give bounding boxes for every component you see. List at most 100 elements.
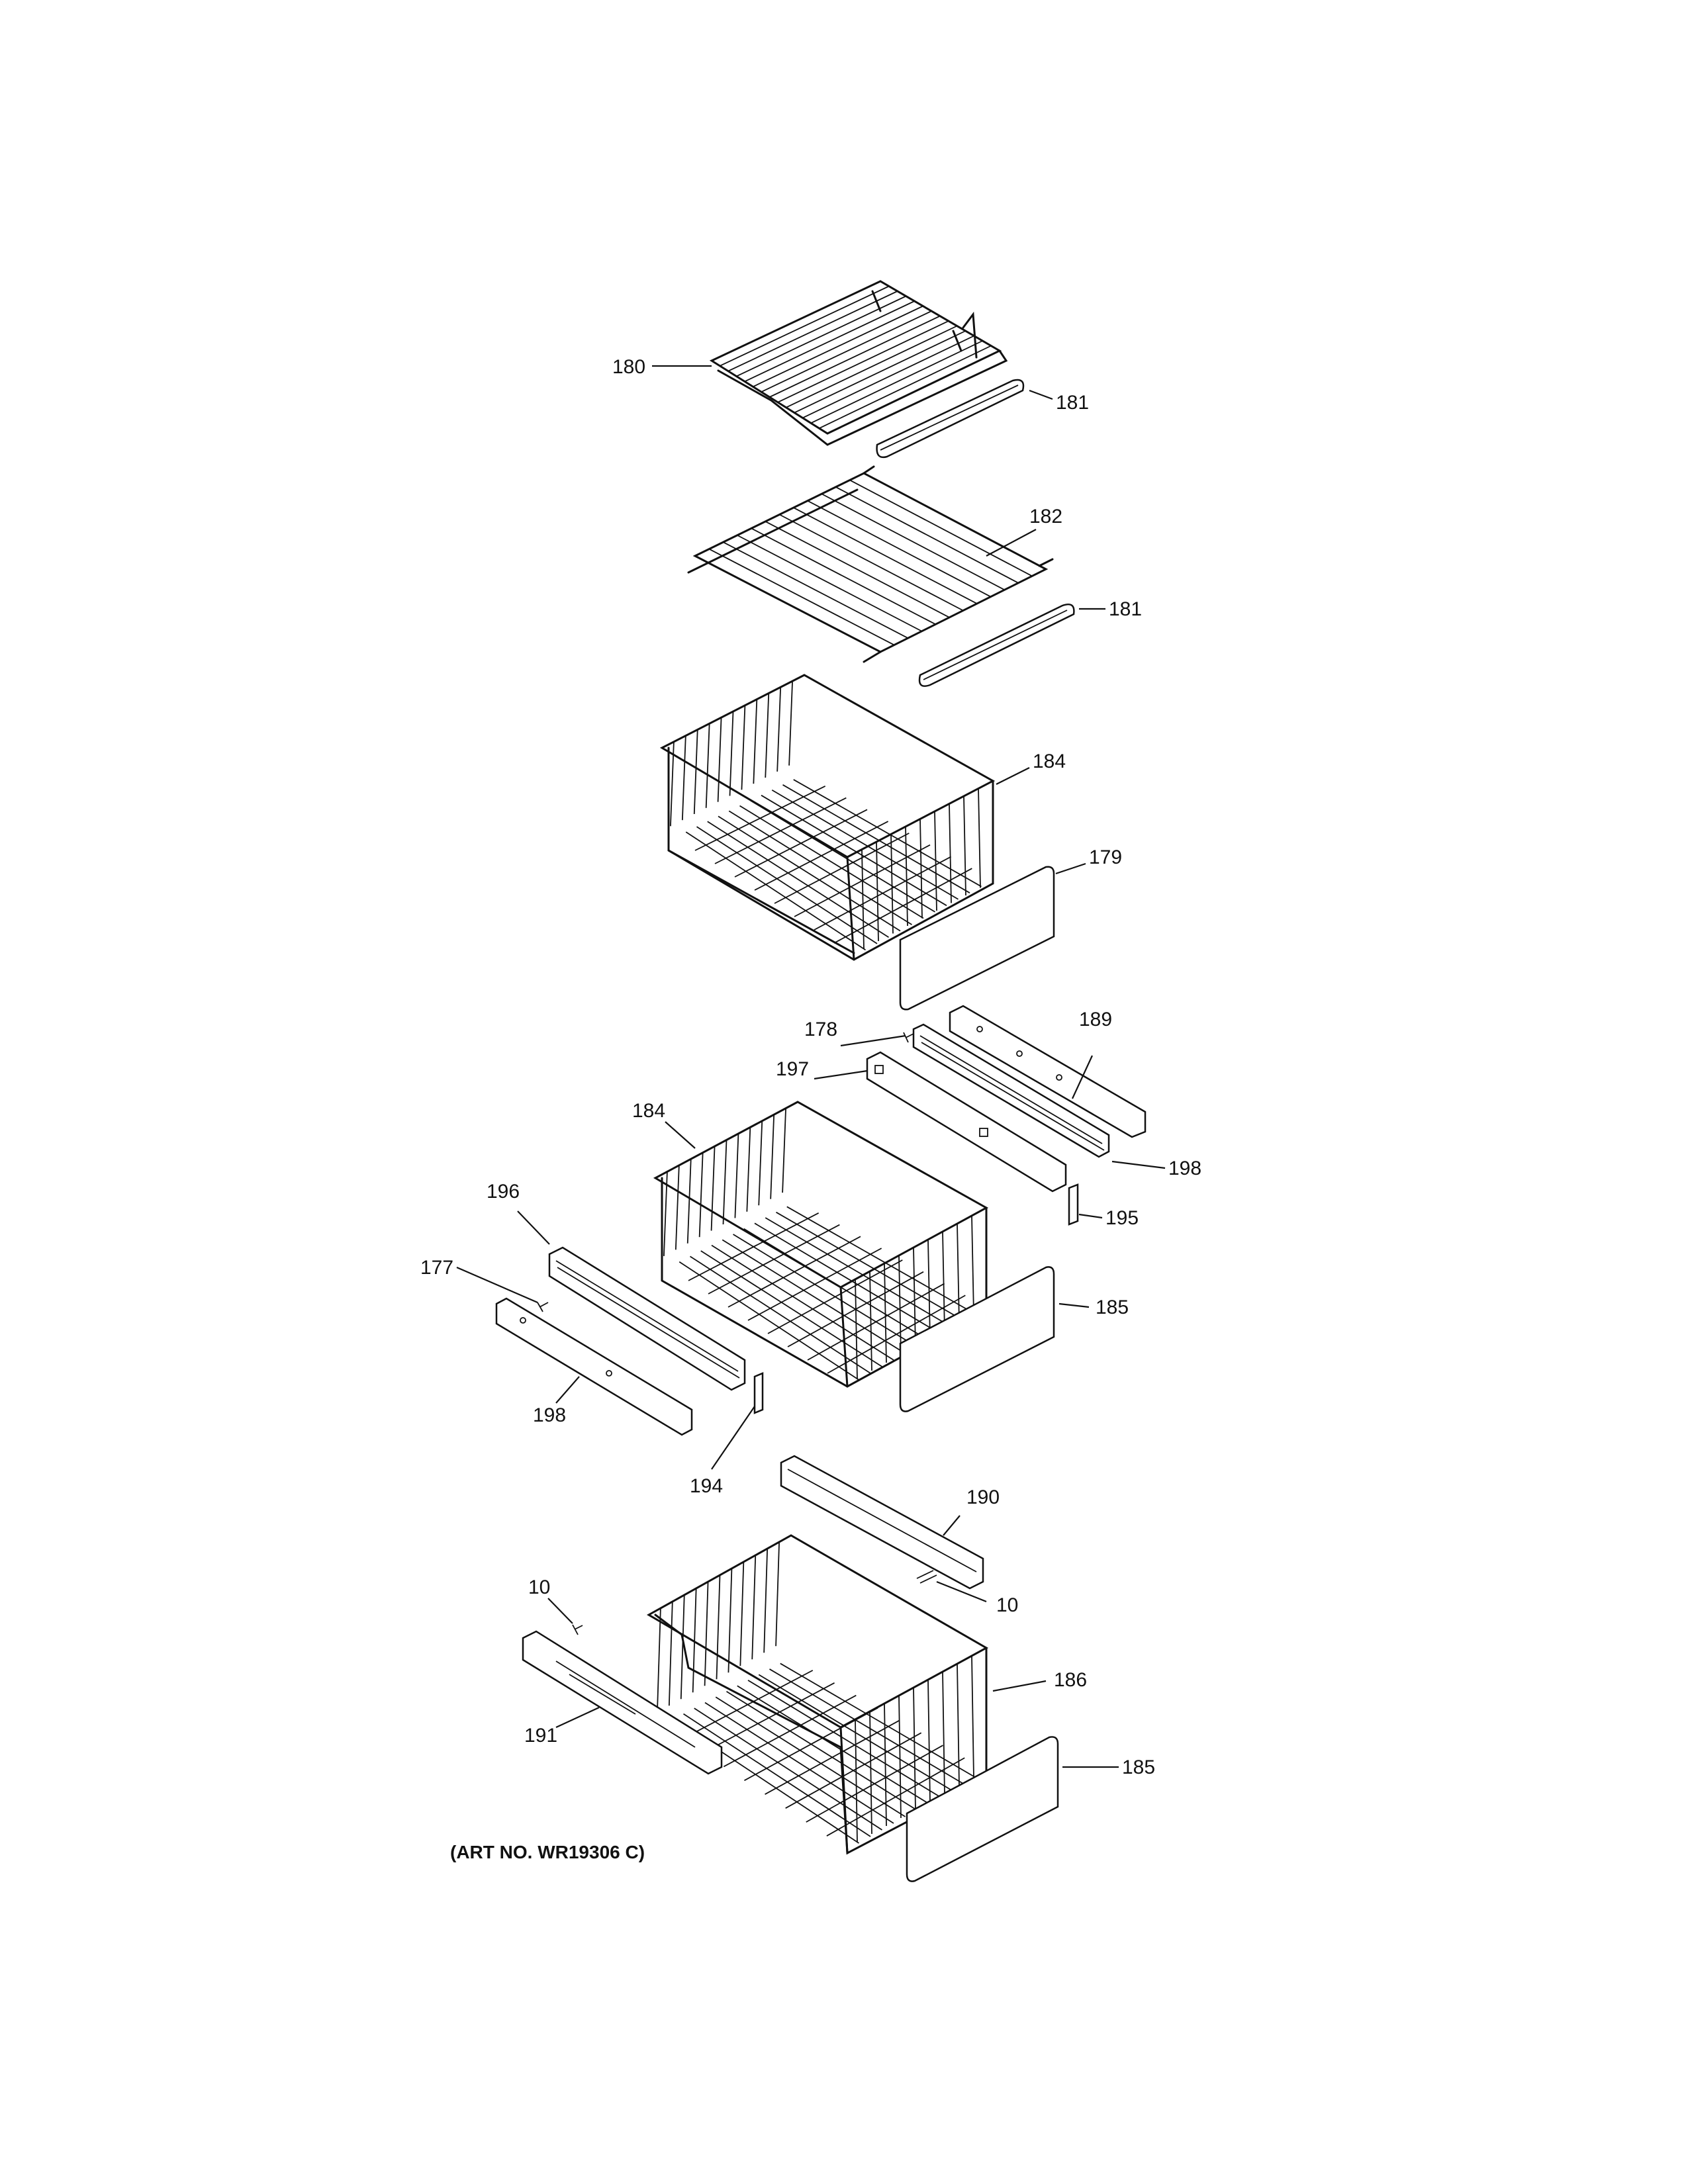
wire-bar (737, 534, 922, 632)
wire-bar (776, 687, 782, 772)
wire-bar (675, 1165, 680, 1250)
wire-bar (802, 335, 974, 419)
wire-bar (835, 486, 1019, 584)
wire-bar (680, 1594, 685, 1700)
wire-bar (861, 849, 865, 949)
wire-bar (754, 1222, 941, 1334)
wire-bar (905, 826, 908, 927)
wire-bar (777, 320, 949, 403)
slide-198-right (912, 1023, 1110, 1158)
wire-bar (913, 1687, 916, 1811)
bracket-195 (1068, 1183, 1079, 1226)
callout-197: 197 (776, 1058, 809, 1080)
screw-10-left (572, 1624, 583, 1635)
callout-190: 190 (966, 1486, 1000, 1508)
wire-bar (776, 1211, 964, 1321)
wire-bar (771, 789, 959, 900)
wire-bar (690, 1255, 871, 1374)
wire-bar (821, 493, 1005, 591)
wire-bar (734, 1133, 739, 1218)
leader-lines (456, 365, 1166, 1768)
shelf-182 (687, 465, 1054, 663)
wire-bar (700, 1250, 882, 1367)
wire-bar (793, 507, 978, 604)
wire-bar (711, 1244, 894, 1361)
wire-bar (957, 1663, 960, 1787)
wire-bar (807, 500, 992, 598)
wire-bar (765, 1217, 952, 1328)
wire-bar (728, 810, 912, 925)
wire-bar (770, 1115, 775, 1199)
wire-bar (743, 1228, 929, 1341)
wire-bar (849, 479, 1033, 577)
wire-bar (942, 1231, 945, 1332)
wire-bar (782, 784, 970, 893)
wire-bar (751, 527, 936, 625)
wire-bar (971, 1215, 974, 1316)
screw-177 (537, 1302, 549, 1312)
art-number: (ART NO. WR19306 C) (450, 1842, 645, 1862)
wire-bar (726, 1690, 917, 1811)
wire-bar (708, 548, 895, 646)
callout-194: 194 (690, 1475, 723, 1497)
wire-bar (716, 1574, 721, 1680)
wire-bar (747, 1680, 941, 1797)
callout-186: 186 (1054, 1669, 1087, 1691)
wire-bar (696, 826, 878, 944)
wire-bar (723, 541, 909, 639)
callout-198: 198 (533, 1404, 566, 1426)
wire-bar (683, 1713, 871, 1837)
wire-bar (971, 1655, 974, 1779)
wire-bar (736, 295, 906, 377)
wire-bar (786, 1206, 975, 1314)
wire-bar (707, 821, 889, 938)
wire-bar (692, 1588, 697, 1693)
callout-181: 181 (1056, 392, 1089, 414)
callout-184: 184 (632, 1100, 665, 1122)
wire-bar (668, 1601, 673, 1706)
wire-bar (855, 1719, 858, 1843)
wire-bar (949, 803, 952, 903)
wire-bar (710, 1146, 716, 1231)
wire-bar (737, 1685, 929, 1804)
rail-189 (949, 1005, 1147, 1138)
wire-bar (670, 741, 675, 827)
callout-184: 184 (1033, 751, 1066, 772)
wire-bar (957, 1223, 960, 1324)
callout-191: 191 (524, 1725, 557, 1747)
wire-bar (679, 1261, 859, 1381)
bracket-191 (522, 1630, 723, 1775)
callout-178: 178 (804, 1019, 837, 1040)
wire-bar (739, 805, 924, 919)
wire-bar (869, 1711, 872, 1835)
callout-198: 198 (1168, 1158, 1201, 1179)
wire-bar (884, 1263, 887, 1363)
wire-bar (717, 717, 722, 802)
wire-bar (775, 1541, 780, 1647)
wire-bar (722, 1140, 727, 1225)
wire-bar (729, 711, 734, 796)
wire-bar (739, 1561, 745, 1666)
wire-bar (919, 819, 923, 919)
wire-bar (694, 1707, 882, 1831)
wire-bar (746, 1127, 751, 1212)
shelf-180 (709, 280, 1008, 446)
slide-196 (548, 1246, 746, 1391)
wire-bar (686, 1159, 692, 1244)
wire-bar (751, 1555, 757, 1660)
wire-bar (786, 325, 958, 408)
front-179 (899, 866, 1055, 1011)
wire-bar (715, 1696, 906, 1817)
wire-bar (869, 1271, 872, 1371)
wire-bar (927, 1239, 931, 1340)
wire-bar (705, 723, 710, 808)
wire-bar (727, 291, 898, 372)
front-185-middle (899, 1266, 1055, 1412)
wire-bar (727, 1568, 733, 1673)
front-185-lower (906, 1736, 1059, 1882)
wire-bar (913, 1247, 916, 1347)
wire-bar (765, 521, 950, 618)
wire-bar (761, 794, 947, 907)
wire-bar (769, 1668, 964, 1784)
